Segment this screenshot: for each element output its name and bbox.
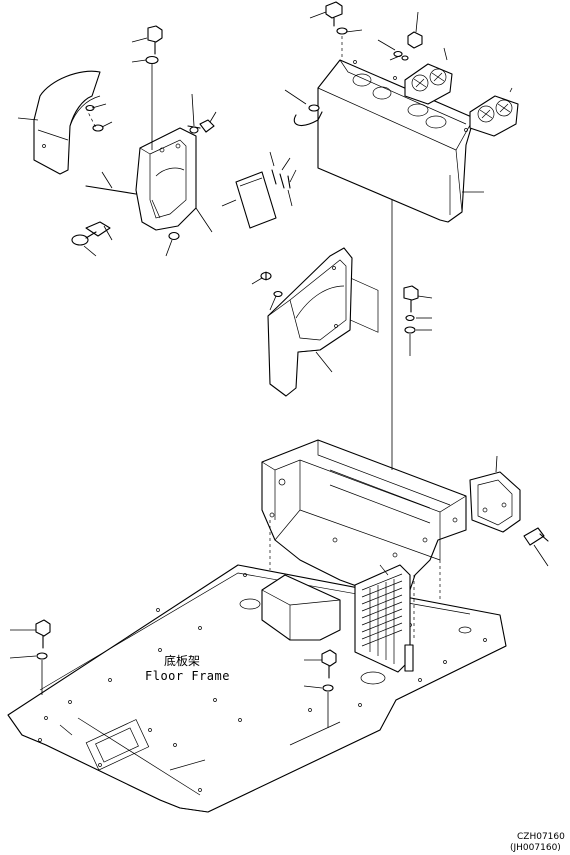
figure-code-alt: (JH007160) (510, 843, 561, 853)
floor-frame-label-cjk: 底板架 (164, 654, 201, 668)
small-cover-panel (221, 151, 297, 229)
grille-pattern (361, 573, 403, 664)
fan-unit-upper (404, 63, 453, 105)
floor-frame-part (7, 564, 507, 813)
middle-bracket-part (251, 247, 353, 397)
right-bolt-stack (403, 285, 433, 356)
left-cover-part (17, 70, 113, 175)
hook-clip (284, 89, 323, 126)
upper-back-panel-part (317, 59, 475, 333)
side-bracket-part (71, 25, 217, 257)
upper-panel-fasteners (309, 1, 513, 193)
figure-code: CZH07160 (517, 832, 565, 842)
fan-unit-lower (469, 95, 519, 137)
side-plate-part (469, 455, 549, 567)
floor-frame-label: Floor Frame (145, 669, 230, 683)
centre-floor-bolt (303, 649, 337, 728)
left-floor-bolt (9, 619, 51, 695)
console-base-frame (261, 439, 467, 673)
